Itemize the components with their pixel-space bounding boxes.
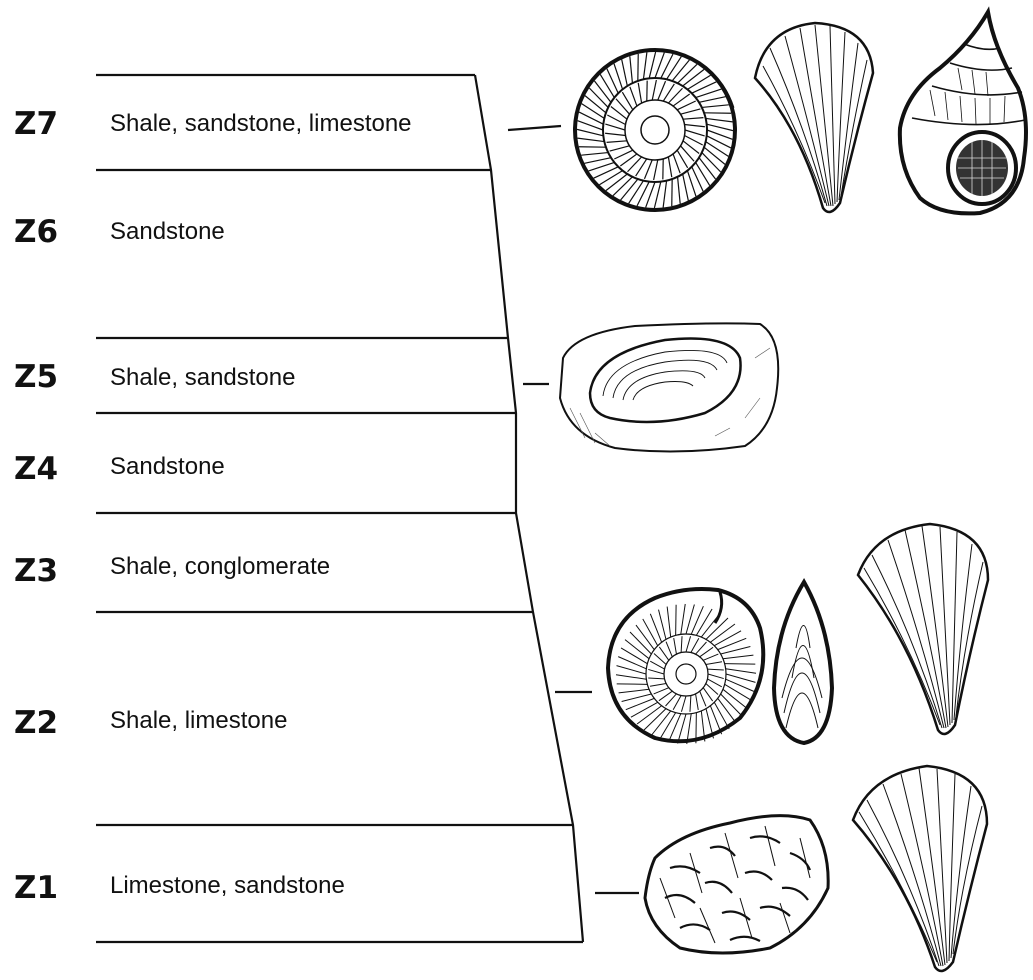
shell-rib bbox=[649, 52, 655, 78]
shell-rib bbox=[605, 133, 625, 135]
shell-rib bbox=[685, 130, 705, 136]
shell-rib bbox=[630, 87, 637, 106]
rock-type-z4: Sandstone bbox=[110, 453, 225, 481]
shell-rib bbox=[610, 146, 630, 151]
shell-rib bbox=[614, 150, 633, 159]
shell-rib bbox=[706, 118, 733, 121]
shell-rib bbox=[667, 57, 682, 80]
zone-label-z3: Z3 bbox=[14, 553, 58, 589]
shell-rib bbox=[706, 142, 729, 157]
rock-type-z5: Shale, sandstone bbox=[110, 364, 295, 392]
shell-rib bbox=[643, 52, 646, 79]
brachiopod-fossil-icon bbox=[745, 18, 880, 223]
shell-rib bbox=[702, 153, 721, 172]
shell-rib bbox=[677, 101, 696, 110]
rock-type-z6: Sandstone bbox=[110, 218, 225, 246]
zone-label-z2: Z2 bbox=[14, 705, 58, 741]
shell-rib bbox=[629, 181, 644, 204]
shell-rib bbox=[683, 118, 703, 120]
shell-rib bbox=[622, 59, 628, 86]
shell-rib bbox=[654, 182, 660, 208]
shell-rib bbox=[613, 177, 632, 196]
mussel-fossil-icon bbox=[770, 578, 835, 748]
shell-rib bbox=[644, 160, 652, 179]
zone-label-z6: Z6 bbox=[14, 214, 58, 250]
shell-rib bbox=[668, 157, 671, 177]
shell-rib bbox=[585, 96, 606, 113]
brachiopod-fossil-icon bbox=[845, 762, 993, 980]
brachiopod-fossil-icon bbox=[850, 520, 995, 745]
shell-rib bbox=[658, 81, 666, 100]
shell-rib bbox=[581, 153, 608, 156]
shell-rib bbox=[600, 74, 614, 97]
shell-rib bbox=[681, 109, 701, 114]
shell-rib bbox=[630, 56, 633, 83]
shell-rib bbox=[582, 104, 605, 119]
rock-type-z1: Limestone, sandstone bbox=[110, 872, 345, 900]
shell-rib bbox=[704, 147, 725, 164]
shell-rib bbox=[702, 105, 729, 108]
clam-fossil-icon bbox=[555, 318, 785, 458]
shell-rib bbox=[673, 154, 680, 173]
ammonite-fossil-icon bbox=[565, 38, 745, 218]
rock-type-z2: Shale, limestone bbox=[110, 707, 287, 735]
shell-rib bbox=[687, 75, 710, 89]
shell-rib bbox=[594, 81, 611, 102]
shell-rib bbox=[683, 69, 704, 86]
shell-rib bbox=[621, 179, 638, 200]
rock-type-z7: Shale, sandstone, limestone bbox=[110, 110, 412, 138]
shell-rib bbox=[696, 162, 710, 185]
shell-rib bbox=[607, 141, 627, 143]
shell-rib bbox=[577, 129, 603, 135]
shell-rib bbox=[707, 124, 733, 130]
shell-rib bbox=[638, 83, 641, 103]
rock-type-z3: Shale, conglomerate bbox=[110, 553, 330, 581]
shell-rib bbox=[699, 158, 716, 179]
shell-rib bbox=[663, 181, 666, 208]
leader-line-z7 bbox=[508, 126, 561, 130]
shell-rib bbox=[678, 64, 697, 83]
shell-rib bbox=[684, 124, 704, 126]
shell-rib bbox=[678, 177, 681, 204]
shell-rib bbox=[584, 158, 611, 164]
gastropod-fossil-icon bbox=[890, 8, 1030, 218]
shell-rib bbox=[599, 171, 622, 185]
shell-rib bbox=[652, 80, 656, 100]
ammonite-fossil-icon bbox=[600, 578, 770, 753]
shell-rib bbox=[605, 124, 625, 130]
zone-label-z5: Z5 bbox=[14, 359, 58, 395]
shell-rib bbox=[683, 174, 689, 201]
shell-rib bbox=[654, 160, 658, 180]
zone-label-z7: Z7 bbox=[14, 106, 58, 142]
zone-label-z4: Z4 bbox=[14, 451, 58, 487]
coral-fossil-icon bbox=[640, 808, 835, 958]
shell-rib bbox=[672, 60, 689, 81]
shell-rib bbox=[577, 138, 604, 141]
shell-rib bbox=[699, 97, 726, 103]
shell-rib bbox=[589, 88, 608, 107]
shell-rib bbox=[606, 174, 627, 191]
zone-label-z1: Z1 bbox=[14, 870, 58, 906]
